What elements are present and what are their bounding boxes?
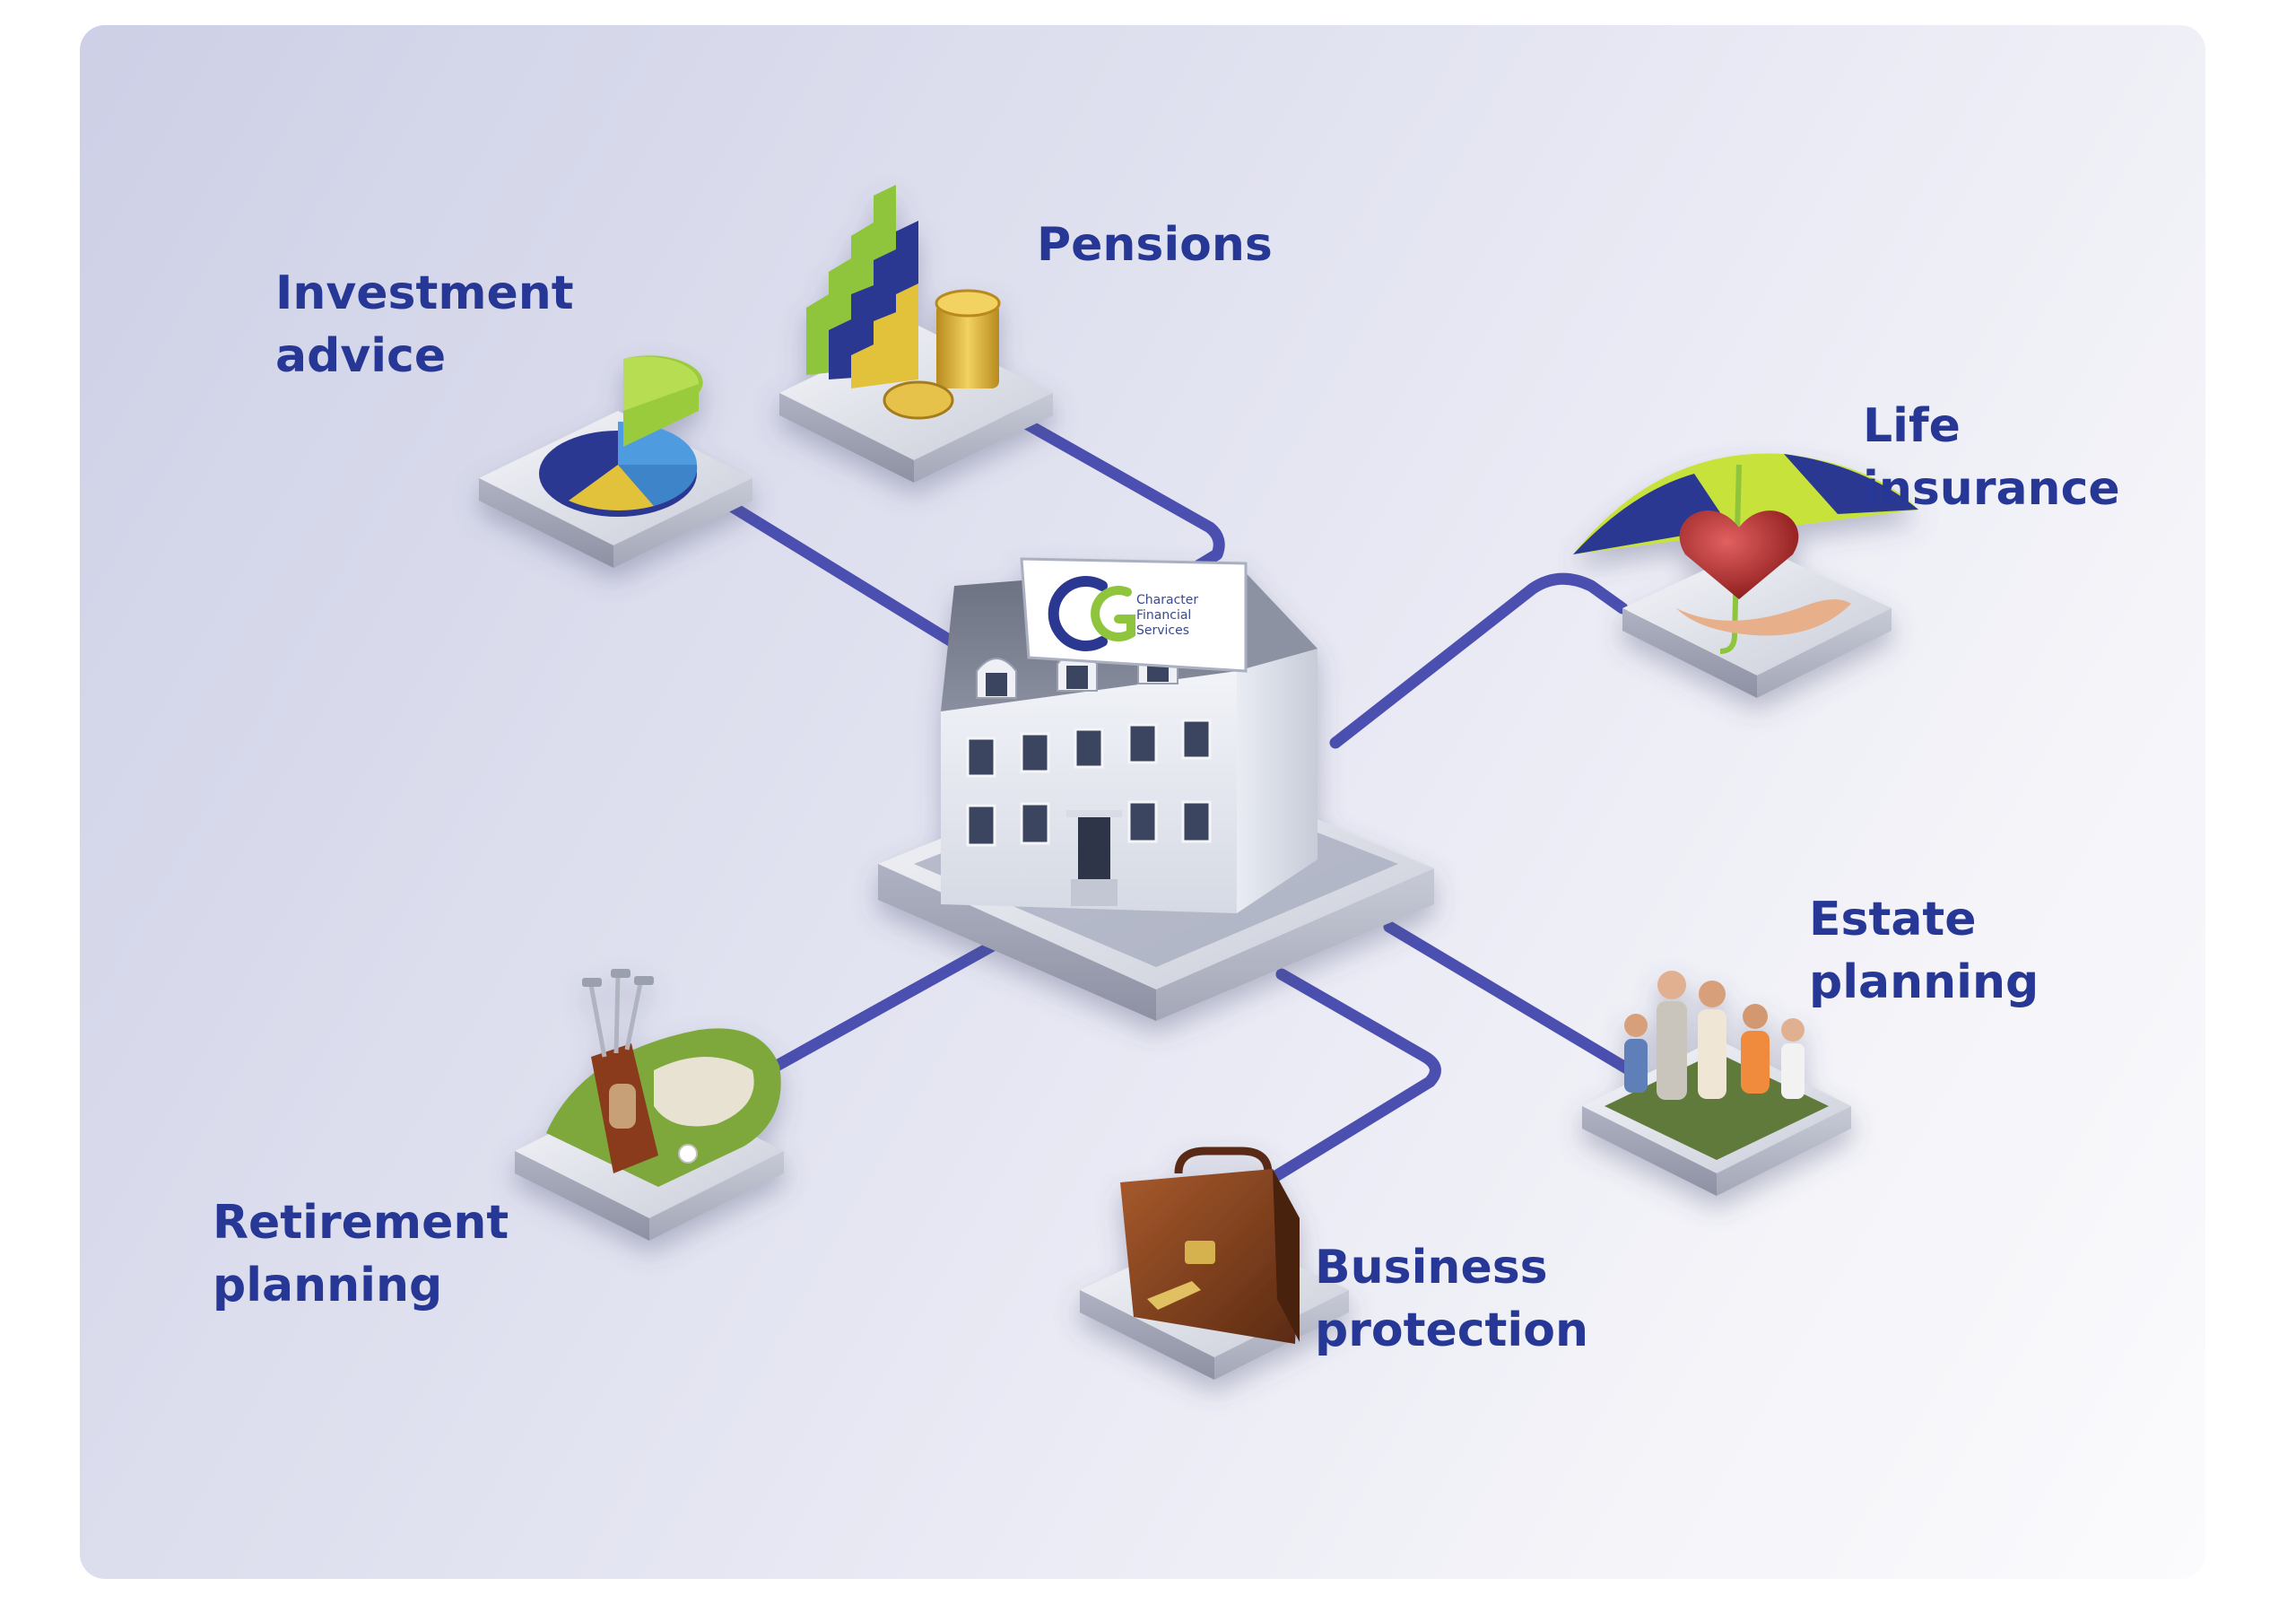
connector-business	[1208, 968, 1441, 1220]
connector-retirement	[746, 938, 1001, 1086]
house-icon: Character Financial Services	[878, 557, 1434, 1021]
tile-pensions	[779, 185, 1053, 483]
logo-text-line2: Financial	[1136, 608, 1191, 623]
golf-bag-icon	[546, 969, 781, 1187]
logo-c-navy-icon	[1048, 576, 1108, 651]
tile-retirement-planning	[515, 969, 784, 1241]
connector-pensions	[997, 405, 1225, 592]
umbrella-heart-icon	[1573, 453, 1918, 654]
diagram-canvas: Character Financial Services	[479, 185, 1918, 1380]
label-retirement-planning: Retirement planning	[213, 1196, 509, 1312]
tile-estate-planning	[1582, 971, 1851, 1196]
company-logo-sign: Character Financial Services	[1020, 557, 1248, 673]
connector-life	[1329, 572, 1629, 749]
tile-life-insurance	[1573, 453, 1918, 698]
label-investment-advice: Investment advice	[275, 266, 574, 383]
label-pensions: Pensions	[1037, 218, 1273, 272]
connector-investment	[701, 485, 970, 655]
logo-text-line3: Services	[1136, 623, 1189, 638]
connector-estate	[1383, 920, 1651, 1086]
label-business-protection: Business protection	[1315, 1241, 1588, 1357]
tile-investment-advice	[479, 355, 752, 568]
briefcase-icon	[1120, 1147, 1300, 1344]
diagram-card: Character Financial Services	[80, 25, 2205, 1579]
logo-c-green-icon	[1091, 586, 1135, 641]
bar-chart-coins-icon	[806, 185, 1001, 420]
connector-lines	[701, 405, 1651, 1220]
logo-text-line1: Character	[1136, 593, 1198, 607]
label-life-insurance: Life insurance	[1863, 399, 2120, 516]
tile-business-protection	[1080, 1147, 1349, 1380]
pie-chart-icon	[539, 355, 703, 517]
label-estate-planning: Estate planning	[1809, 893, 2039, 1009]
family-icon	[1624, 971, 1805, 1100]
